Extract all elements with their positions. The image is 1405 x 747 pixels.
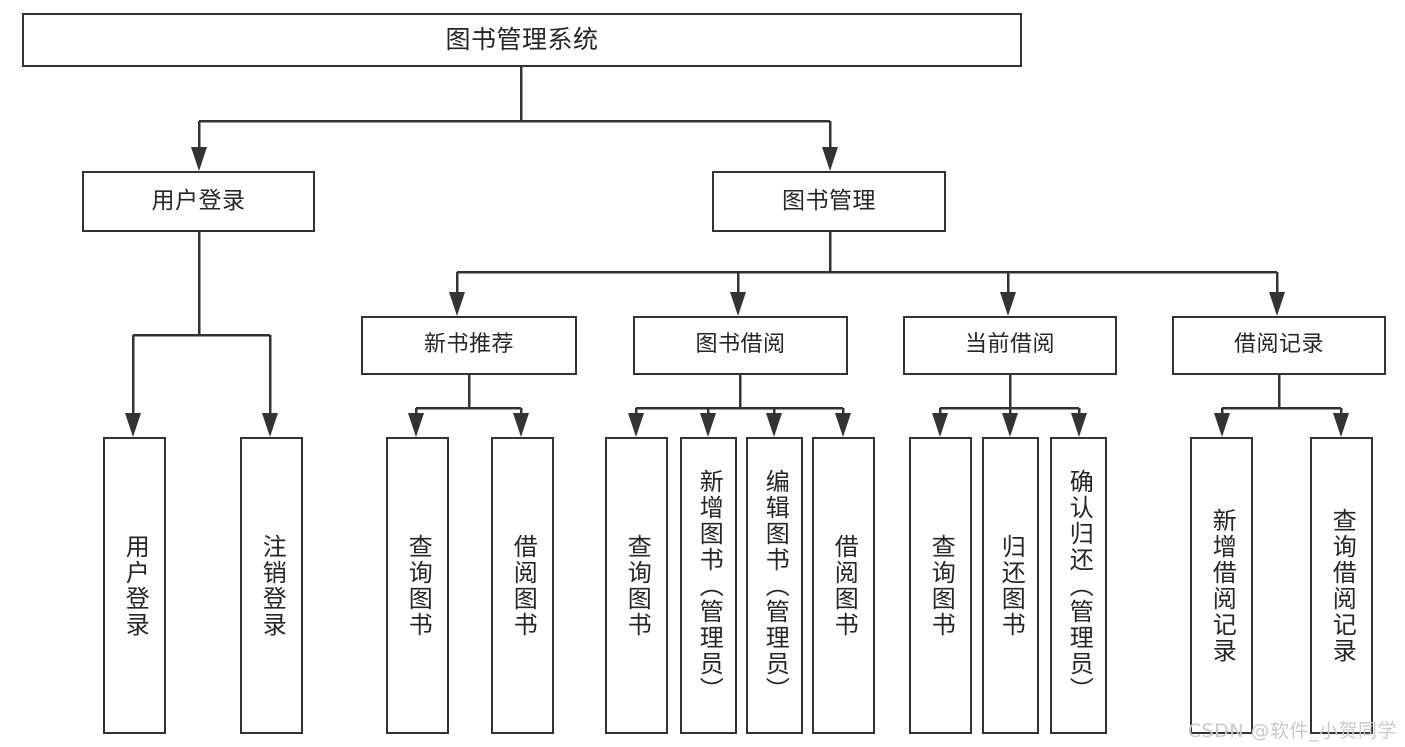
node-label: 查询借阅记录 [1328, 507, 1357, 664]
node-label: 新增借阅记录 [1208, 507, 1237, 664]
node-label: 新增图书（管理员） [695, 468, 724, 703]
arrowhead-leaf-11 [1071, 413, 1087, 437]
leaf-query-book-newbook[interactable]: 查询图书 [386, 437, 449, 734]
arrowhead-leaf-8 [835, 413, 851, 437]
node-borrowing-record[interactable]: 借阅记录 [1172, 316, 1386, 375]
leaf-user-login[interactable]: 用户登录 [103, 437, 166, 734]
leaf-add-borrow-record[interactable]: 新增借阅记录 [1190, 437, 1253, 734]
arrowhead-leaf-2 [262, 413, 278, 437]
node-label: 用户登录 [121, 533, 150, 638]
leaf-query-borrow-record[interactable]: 查询借阅记录 [1310, 437, 1373, 734]
csdn-watermark: CSDN @软件_小贺同学 [1187, 720, 1397, 742]
node-user-login[interactable]: 用户登录 [82, 171, 315, 232]
node-label: 借阅图书 [509, 533, 538, 638]
node-label: 归还图书 [997, 533, 1026, 638]
node-label: 查询图书 [927, 533, 956, 638]
node-label: 当前借阅 [964, 332, 1055, 358]
leaf-confirm-return-admin[interactable]: 确认归还（管理员） [1050, 437, 1107, 734]
arrowhead-leaf-1 [125, 413, 141, 437]
node-label: 图书管理系统 [445, 25, 599, 54]
node-label: 查询图书 [623, 533, 652, 638]
arrowhead-newbook [449, 292, 465, 316]
node-label: 查询图书 [404, 533, 433, 638]
leaf-edit-book-admin[interactable]: 编辑图书（管理员） [746, 437, 803, 734]
arrowhead-user-login [191, 147, 207, 171]
node-book-borrowing[interactable]: 图书借阅 [633, 316, 848, 375]
node-label: 图书借阅 [695, 332, 786, 358]
leaf-logout[interactable]: 注销登录 [240, 437, 303, 734]
node-book-management[interactable]: 图书管理 [712, 171, 946, 232]
leaf-query-book-current[interactable]: 查询图书 [909, 437, 972, 734]
arrowhead-leaf-9 [932, 413, 948, 437]
arrowhead-leaf-5 [628, 413, 644, 437]
arrowhead-leaf-12 [1214, 413, 1230, 437]
arrowhead-leaf-6 [700, 413, 716, 437]
arrowhead-borrow [730, 292, 746, 316]
arrowhead-leaf-7 [766, 413, 782, 437]
node-current-borrowing[interactable]: 当前借阅 [903, 316, 1117, 375]
arrowhead-book-manage [822, 147, 838, 171]
arrowhead-leaf-13 [1333, 413, 1349, 437]
node-label: 借阅记录 [1233, 332, 1324, 358]
leaf-borrow-book[interactable]: 借阅图书 [812, 437, 875, 734]
leaf-borrow-book-newbook[interactable]: 借阅图书 [491, 437, 554, 734]
node-label: 图书管理 [782, 187, 876, 214]
node-label: 确认归还（管理员） [1065, 468, 1094, 703]
node-root-book-management-system[interactable]: 图书管理系统 [22, 13, 1022, 67]
node-label: 编辑图书（管理员） [761, 468, 790, 703]
arrowhead-leaf-10 [1002, 413, 1018, 437]
node-label: 用户登录 [151, 187, 246, 214]
leaf-return-book[interactable]: 归还图书 [982, 437, 1039, 734]
arrowhead-current [1000, 292, 1016, 316]
arrowhead-record [1269, 292, 1285, 316]
leaf-add-book-admin[interactable]: 新增图书（管理员） [680, 437, 737, 734]
node-label: 新书推荐 [423, 332, 514, 358]
leaf-query-book-borrow[interactable]: 查询图书 [605, 437, 668, 734]
node-new-book-recommendation[interactable]: 新书推荐 [361, 316, 577, 375]
arrowhead-leaf-3 [408, 413, 424, 437]
node-label: 借阅图书 [830, 533, 859, 638]
arrowhead-leaf-4 [513, 413, 529, 437]
node-label: 注销登录 [258, 533, 287, 638]
